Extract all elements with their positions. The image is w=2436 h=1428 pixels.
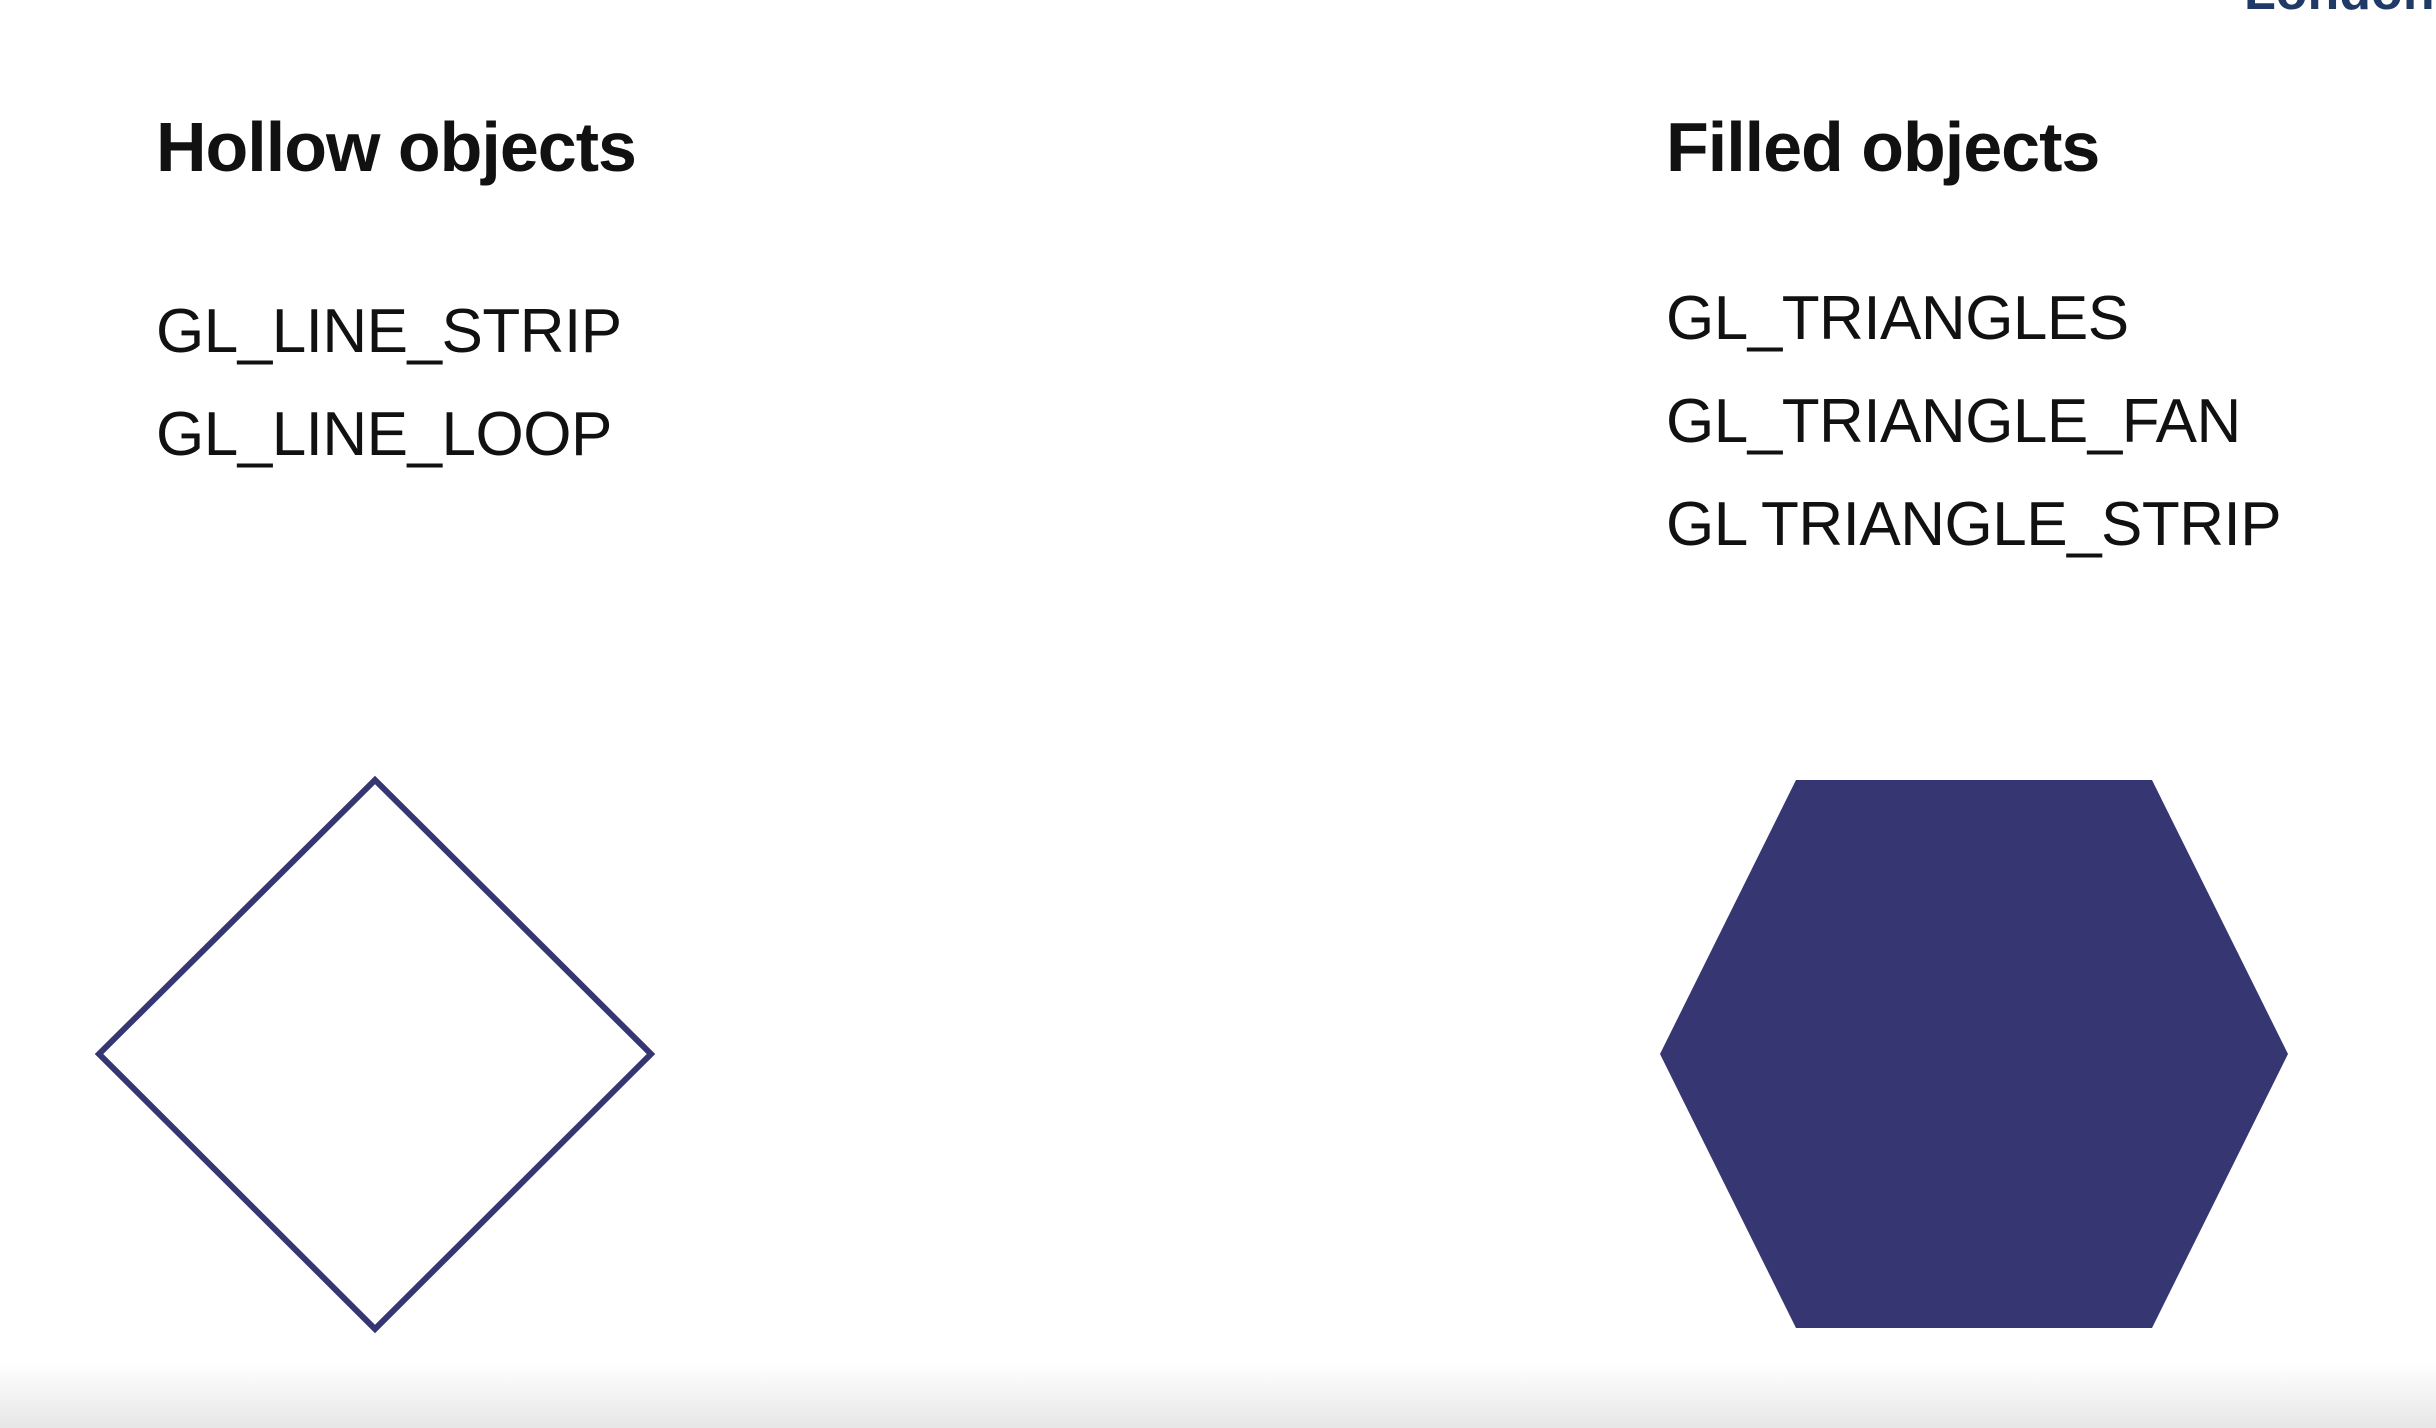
filled-modes-list: GL_TRIANGLES GL_TRIANGLE_FAN GL TRIANGLE… — [1666, 267, 2282, 576]
filled-objects-heading: Filled objects — [1666, 108, 2100, 186]
bottom-shadow-bar — [0, 1363, 2436, 1428]
diamond-outline-icon — [94, 775, 656, 1334]
hexagon-filled-icon — [1660, 780, 2288, 1328]
institution-logo-fragment: London — [2244, 0, 2435, 18]
filled-mode-item: GL_TRIANGLES — [1666, 284, 2129, 353]
filled-mode-item: GL TRIANGLE_STRIP — [1666, 490, 2282, 559]
hollow-mode-item: GL_LINE_STRIP — [156, 297, 622, 366]
hollow-mode-item: GL_LINE_LOOP — [156, 400, 612, 469]
hollow-objects-heading: Hollow objects — [156, 108, 637, 186]
hollow-modes-list: GL_LINE_STRIP GL_LINE_LOOP — [156, 280, 622, 486]
filled-mode-item: GL_TRIANGLE_FAN — [1666, 387, 2241, 456]
